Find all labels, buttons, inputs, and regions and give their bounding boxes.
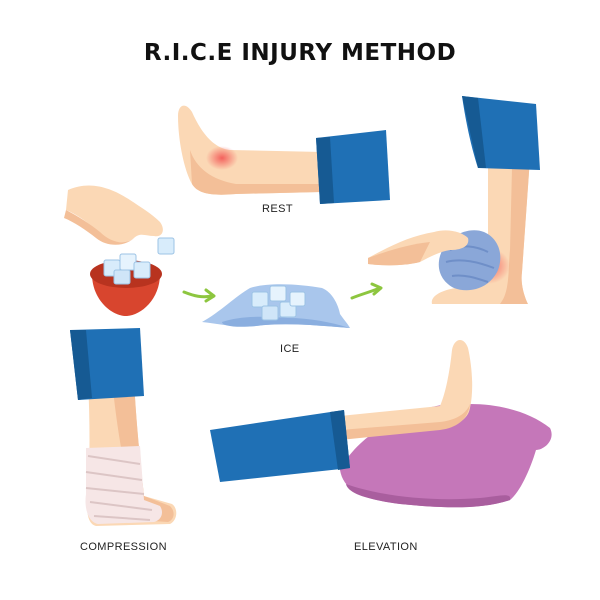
- ice-on-cloth-illustration: [202, 284, 350, 328]
- ice-label: ICE: [280, 343, 300, 355]
- elevation-label: ELEVATION: [354, 541, 418, 553]
- compression-label: COMPRESSION: [80, 541, 167, 553]
- elevated-leg-on-pillow-illustration: [210, 339, 552, 508]
- hand-picking-ice-illustration: [64, 185, 175, 255]
- rest-leg-illustration: [178, 105, 390, 204]
- arrow-icon: [350, 282, 383, 300]
- rest-label: REST: [262, 203, 293, 215]
- diagram-title: R.I.C.E INJURY METHOD: [143, 40, 457, 66]
- bandaged-leg-illustration: [70, 328, 177, 526]
- arrow-icon: [182, 288, 216, 303]
- ice-bowl-illustration: [90, 253, 162, 316]
- ice-pack-on-ankle-illustration: [368, 96, 540, 304]
